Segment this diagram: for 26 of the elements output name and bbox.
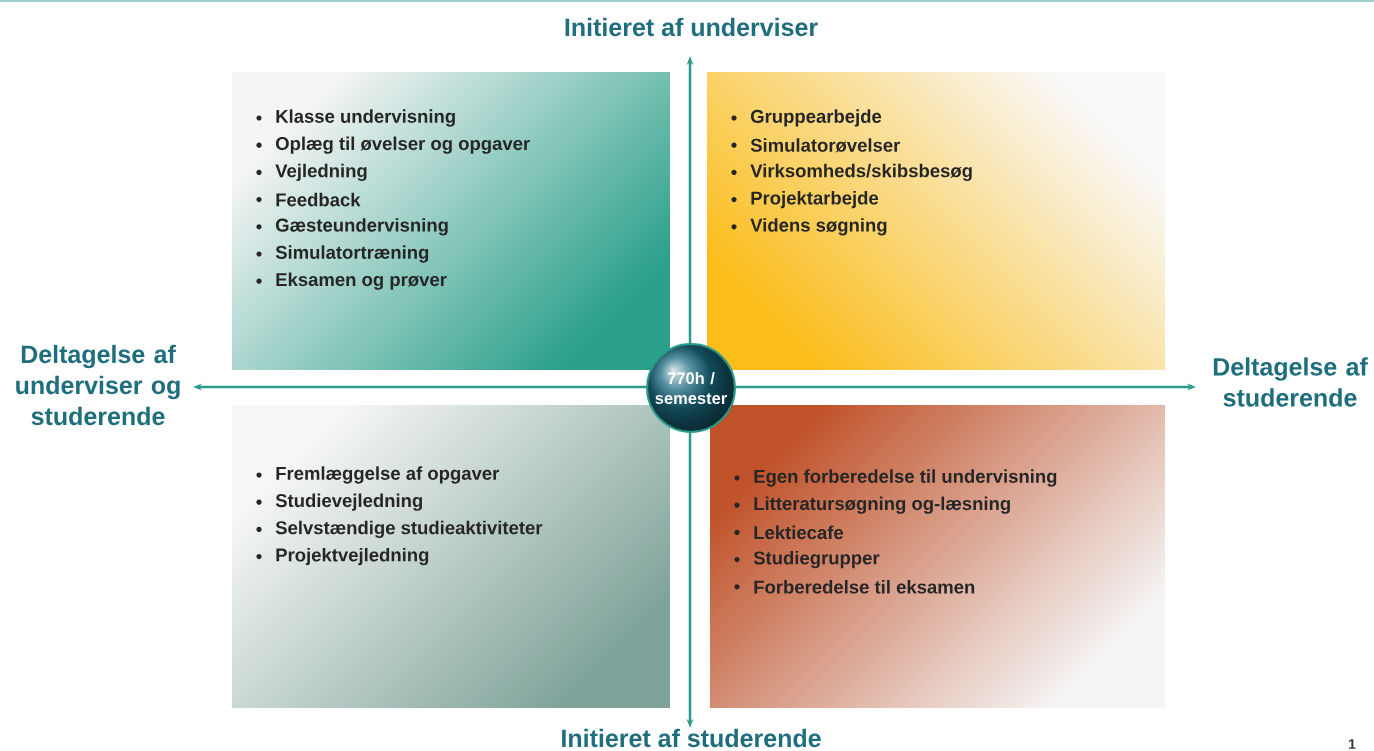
list-item: Egen forberedelse til undervisning <box>754 469 1057 487</box>
list-item: Feedback <box>276 192 361 207</box>
list-item: Vejledning <box>275 163 367 182</box>
list-item: Gæsteundervisning <box>275 218 448 236</box>
list-item: Studievejledning <box>275 493 422 511</box>
axis-label: Deltagelse af studerende <box>1213 357 1368 407</box>
list-item: Projektarbejde <box>751 190 879 209</box>
list-item: Oplæg til øvelser og opgaver <box>275 136 530 154</box>
list-item: Lektiecafe <box>754 525 844 540</box>
list-item: Gruppearbejde <box>750 109 882 127</box>
list-item: Projektvejledning <box>276 547 429 566</box>
axis-label: Initieret af underviser <box>565 17 818 37</box>
list-item: Simulatortræning <box>275 245 429 263</box>
list-item: Litteratursøgning og-læsning <box>754 496 1010 514</box>
list-item: Simulatorøvelser <box>750 138 901 153</box>
list-item: Studiegrupper <box>753 550 880 569</box>
list-item: Forberedelse til eksamen <box>754 580 975 594</box>
list-item: Virksomheds/skibsbesøg <box>750 163 972 182</box>
page-number: 1 <box>1349 739 1356 749</box>
list-item: Videns søgning <box>750 218 887 236</box>
list-item: Selvstændige studieaktiviteter <box>275 520 543 539</box>
axis-label: Initieret af studerende <box>562 728 821 748</box>
list-item: Fremlæggelse af opgaver <box>276 466 500 484</box>
list-item: Eksamen og prøver <box>276 272 447 290</box>
list-item: Klasse undervisning <box>276 109 455 127</box>
axis-label: Deltagelse af underviser og studerende <box>16 344 180 426</box>
